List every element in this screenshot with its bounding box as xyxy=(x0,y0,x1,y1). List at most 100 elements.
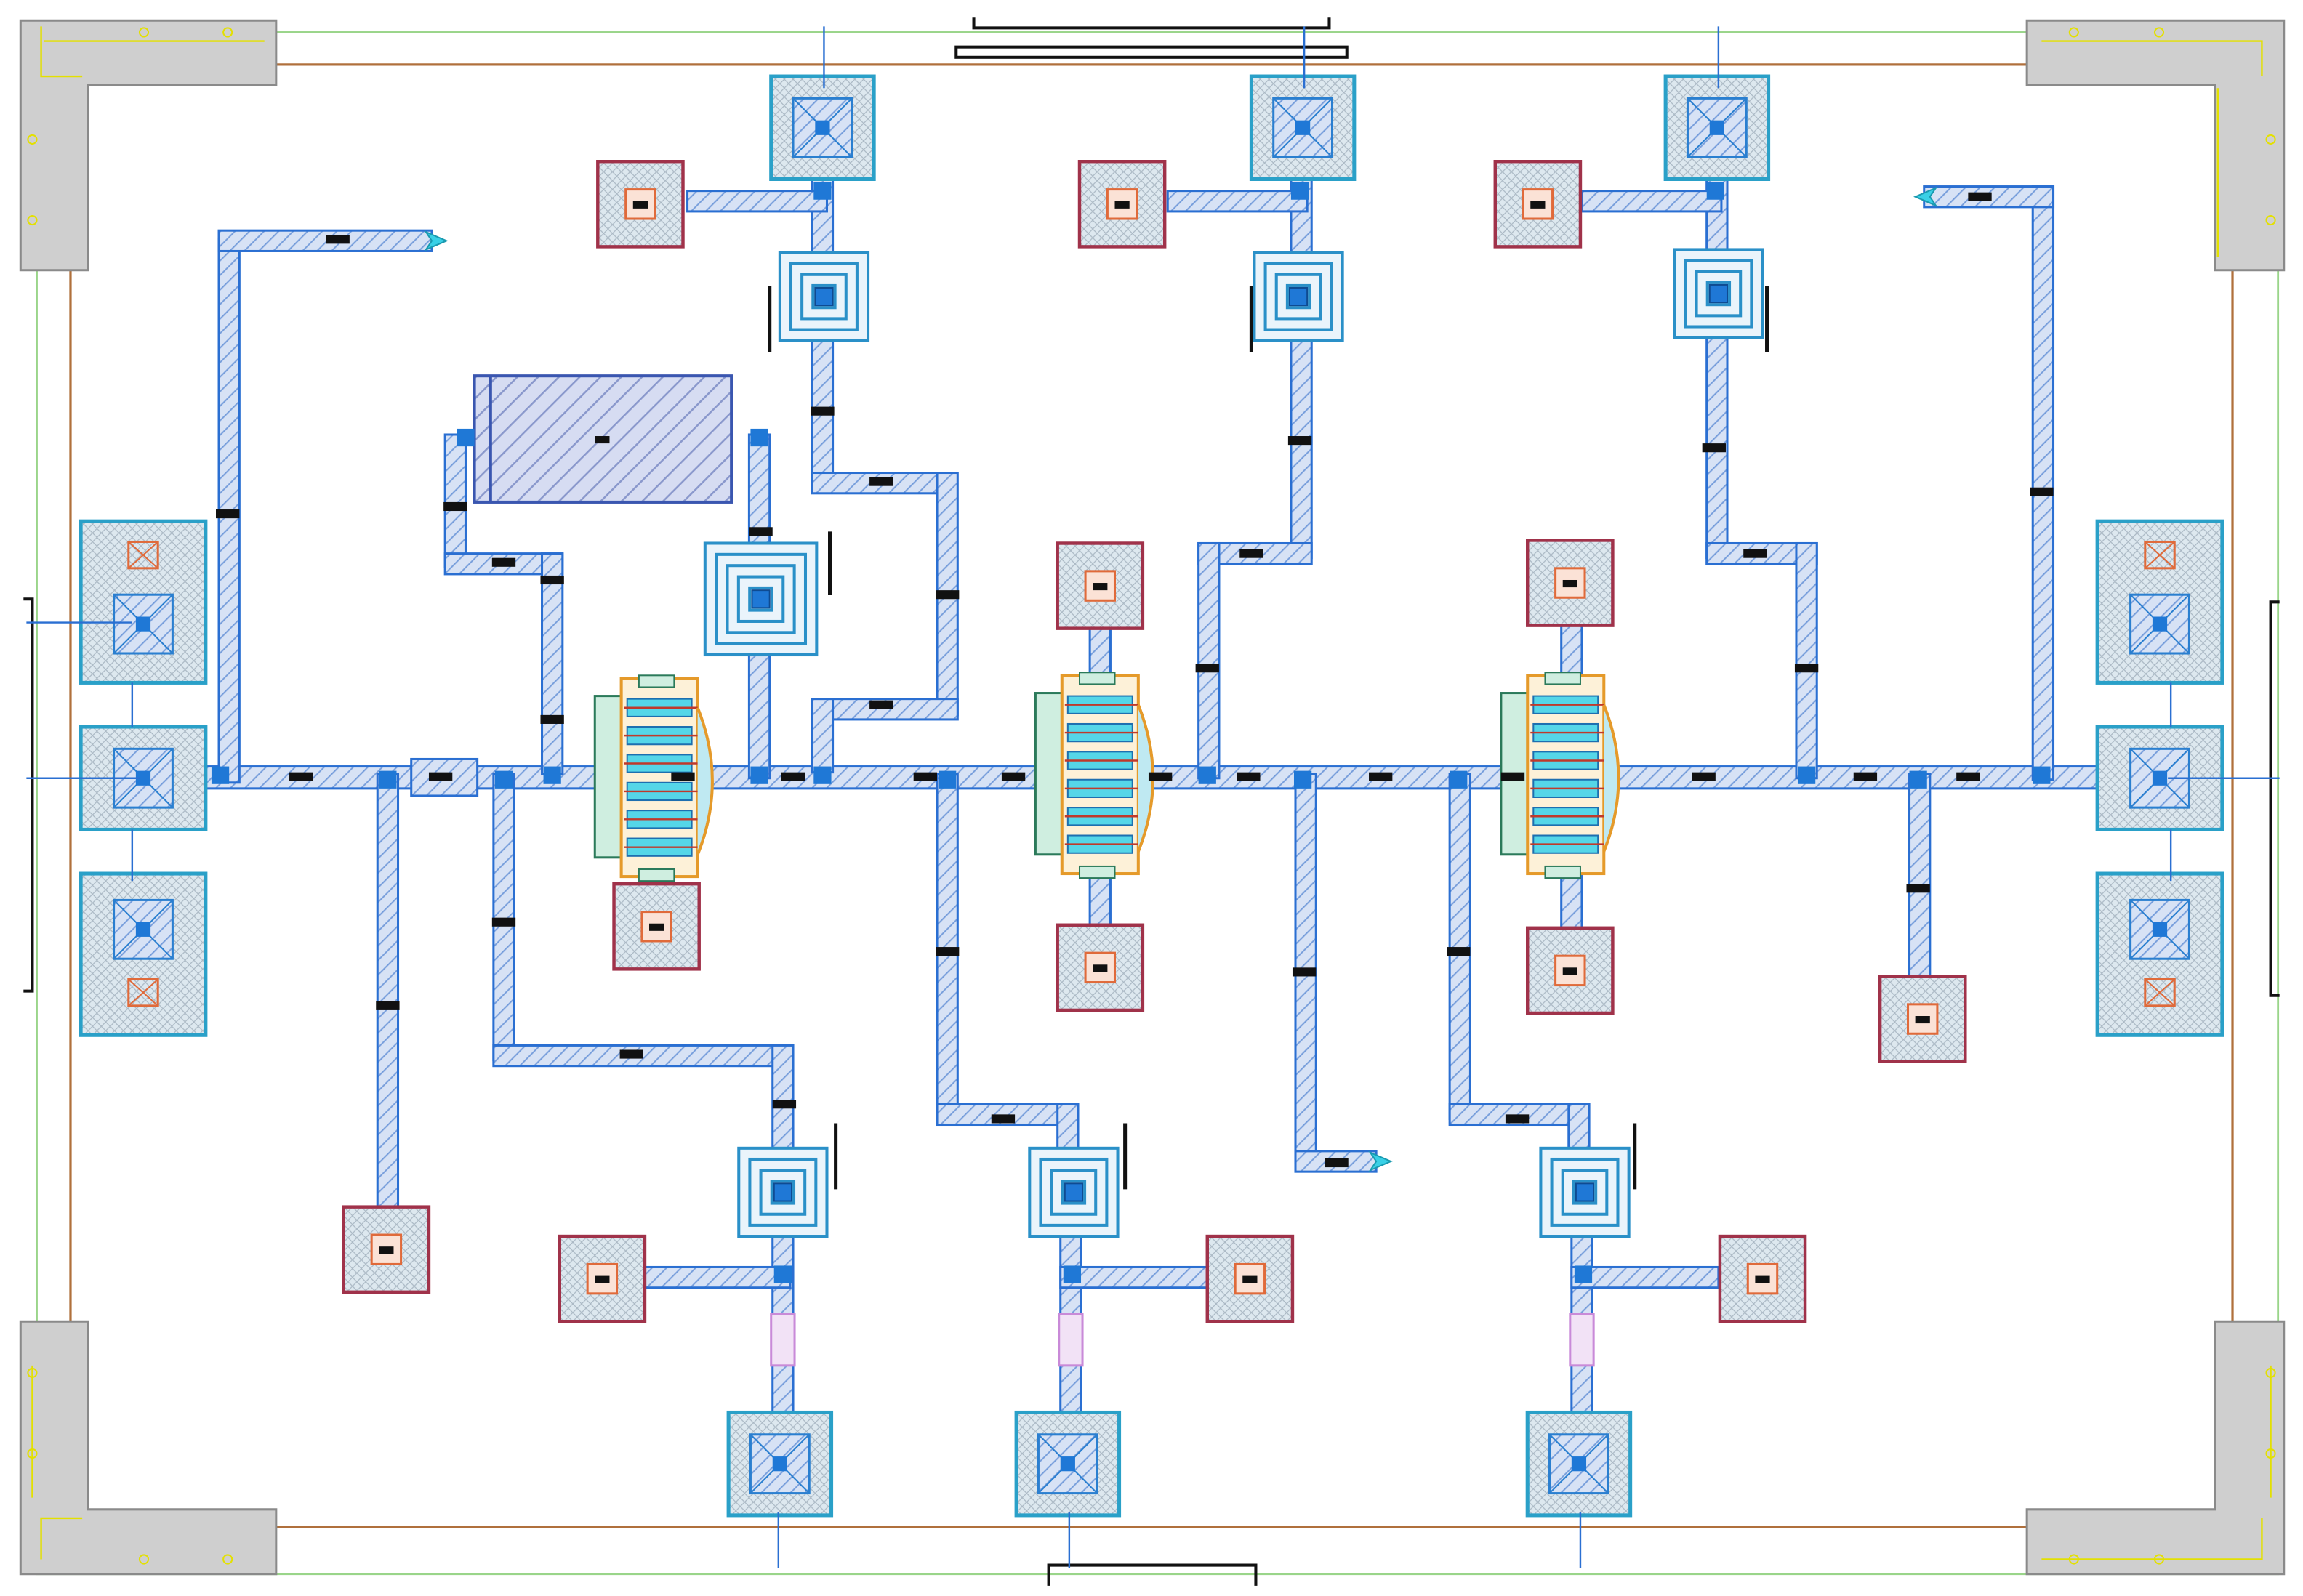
connection-mark xyxy=(991,1114,1016,1124)
connection-mark xyxy=(540,575,564,585)
dc-pad-9 xyxy=(1878,975,1967,1063)
seal-ring xyxy=(69,63,2234,1528)
connection-mark xyxy=(772,1100,797,1109)
connection-mark xyxy=(428,772,453,781)
spiral-inductor-2 xyxy=(1253,251,1344,342)
connection-mark xyxy=(1447,947,1471,956)
connection-mark xyxy=(913,772,938,781)
connection-mark xyxy=(1237,772,1261,781)
port-arrow-top-left xyxy=(424,230,449,251)
connection-mark xyxy=(1968,192,1992,201)
corner-bottom-left xyxy=(19,1320,278,1576)
spiral-inductor-7 xyxy=(1539,1146,1631,1238)
connection-mark xyxy=(443,501,467,512)
cap-loop-left xyxy=(443,433,467,568)
connection-mark xyxy=(1195,664,1219,673)
right-ground-pad xyxy=(2095,871,2224,1037)
via xyxy=(1293,770,1312,789)
connection-mark xyxy=(1369,772,1393,781)
dc-pad-8 xyxy=(1526,926,1615,1015)
connection-mark xyxy=(1906,884,1930,893)
bottom-bracket xyxy=(1047,1563,1258,1586)
rf-pads xyxy=(79,74,2224,1518)
via xyxy=(1574,1265,1593,1283)
connection-mark xyxy=(936,947,960,956)
connection-mark xyxy=(749,527,773,536)
connection-mark xyxy=(1702,443,1726,453)
dc-pad-5 xyxy=(1526,539,1615,627)
connection-mark xyxy=(376,1001,400,1010)
top-h-2 xyxy=(1166,190,1309,213)
bottom-h-3 xyxy=(1570,1265,1720,1289)
inductor-tick-marks xyxy=(768,286,1769,1190)
cap-loop-down xyxy=(541,552,564,775)
transistor-stage-2 xyxy=(1034,672,1154,879)
resistor-2 xyxy=(1058,1313,1084,1367)
mim-capacitor xyxy=(473,374,733,504)
left-ground-pad xyxy=(79,519,208,685)
dc-pad-6 xyxy=(612,882,701,971)
gate3-route-v2 xyxy=(1795,541,1818,780)
top-bracket xyxy=(972,17,1331,30)
top-gate-pad xyxy=(769,74,876,181)
corner-top-left xyxy=(19,19,278,272)
stub-down-1 xyxy=(492,773,515,1062)
connection-mark xyxy=(491,917,516,927)
connection-mark xyxy=(491,557,516,567)
via xyxy=(1063,1265,1082,1283)
stub-down-2 xyxy=(936,773,959,1120)
corner-marks xyxy=(19,19,2286,1576)
connection-mark xyxy=(1001,772,1026,781)
connection-mark xyxy=(1794,664,1819,673)
resistor-1 xyxy=(770,1313,796,1367)
connection-mark xyxy=(781,772,805,781)
resistors xyxy=(770,1313,1595,1367)
spiral-down xyxy=(747,645,771,780)
dc-pad-4 xyxy=(1056,541,1145,630)
dc-pad-12 xyxy=(1205,1234,1295,1323)
dc-pad-11 xyxy=(558,1234,647,1323)
via xyxy=(813,766,832,784)
stub-down-left xyxy=(376,773,400,1216)
top-h-3 xyxy=(1580,190,1723,213)
corner-top-right xyxy=(2025,19,2286,272)
port-arrow-bottom xyxy=(1368,1150,1393,1172)
dc-pad-13 xyxy=(1718,1234,1807,1323)
via xyxy=(813,182,832,200)
bottom-drain-pad xyxy=(1014,1410,1122,1518)
connection-mark xyxy=(1505,1114,1530,1124)
spiral-inductor-4 xyxy=(703,541,819,657)
connection-mark xyxy=(869,700,893,709)
stub-down-3 xyxy=(1448,773,1471,1120)
dc-pad-10 xyxy=(342,1205,431,1294)
via xyxy=(1797,766,1816,784)
pad-leads xyxy=(26,26,2280,1568)
via xyxy=(1706,182,1724,200)
stub-down-right xyxy=(1908,773,1932,981)
via xyxy=(543,766,561,784)
die-frame xyxy=(23,17,2280,1586)
connection-mark xyxy=(216,509,240,519)
via xyxy=(494,770,513,789)
transistor-stage-1 xyxy=(593,674,714,882)
port-arrow-top-right xyxy=(1913,186,1938,208)
connection-mark xyxy=(1239,549,1263,558)
connection-mark xyxy=(1500,772,1525,781)
die-outline xyxy=(36,31,2280,1576)
connection-mark xyxy=(869,477,893,486)
via xyxy=(1450,770,1468,789)
open-stub-ports xyxy=(424,186,1938,1172)
dc-pad-2 xyxy=(1077,160,1167,249)
connection-mark xyxy=(671,772,695,781)
bottom-drain-pad xyxy=(726,1410,834,1518)
connection-mark xyxy=(1292,967,1317,977)
connection-mark xyxy=(936,590,960,600)
top-h-1 xyxy=(686,190,829,213)
connection-mark xyxy=(1692,772,1716,781)
dc-pad-7 xyxy=(1056,923,1145,1012)
gate1-route-v3 xyxy=(811,698,835,774)
connection-marks xyxy=(211,182,2054,1283)
via xyxy=(773,1265,792,1283)
bottom-h-1 xyxy=(642,1265,792,1289)
